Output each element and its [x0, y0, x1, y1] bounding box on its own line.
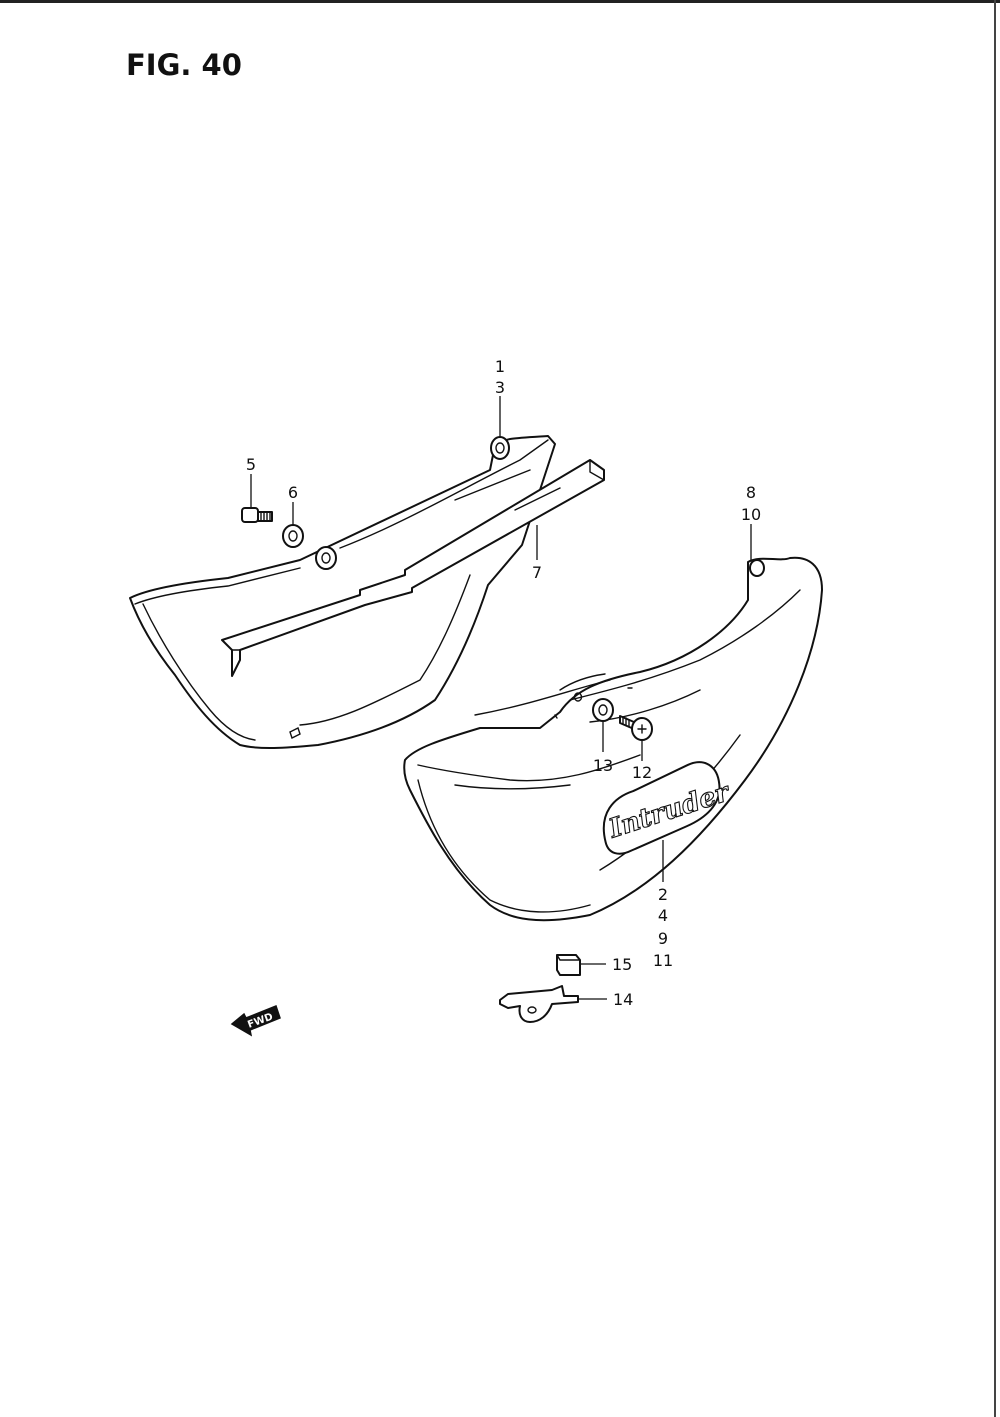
callout-7: 7	[532, 563, 542, 582]
top-border	[0, 0, 1000, 3]
callout-5: 5	[246, 455, 256, 474]
fwd-label: FWD	[246, 1012, 274, 1031]
washer-13	[592, 698, 614, 722]
callout-8: 8	[746, 483, 756, 502]
callout-4: 4	[658, 906, 668, 925]
leader-lines	[250, 396, 752, 1000]
forward-arrow-icon	[230, 1005, 281, 1037]
right-border	[994, 0, 996, 1417]
callout-9: 9	[658, 929, 668, 948]
callout-6: 6	[288, 483, 298, 502]
callout-12: 12	[632, 763, 652, 782]
intruder-emblem: Intruder	[602, 761, 736, 855]
left-frame-cover	[129, 435, 556, 750]
cushion-15	[556, 954, 581, 976]
callout-10: 10	[741, 505, 761, 524]
callout-11: 11	[653, 951, 673, 970]
callout-13: 13	[593, 756, 613, 775]
figure-title: FIG. 40	[126, 48, 242, 82]
washer-6	[282, 524, 304, 548]
cover-strip	[221, 459, 605, 677]
callout-15: 15	[612, 955, 632, 974]
callout-3: 3	[495, 378, 505, 397]
callout-14: 14	[613, 990, 633, 1009]
fwd-marker: FWD	[230, 1005, 281, 1037]
bracket-14	[499, 985, 579, 1023]
callout-1: 1	[495, 357, 505, 376]
screw-12	[619, 715, 653, 741]
callout-labels: 1 3 5 6 7 8 10 13 12 2 4 9 11 15 14	[246, 357, 761, 1009]
bolt-5	[241, 507, 273, 523]
callout-2: 2	[658, 885, 668, 904]
